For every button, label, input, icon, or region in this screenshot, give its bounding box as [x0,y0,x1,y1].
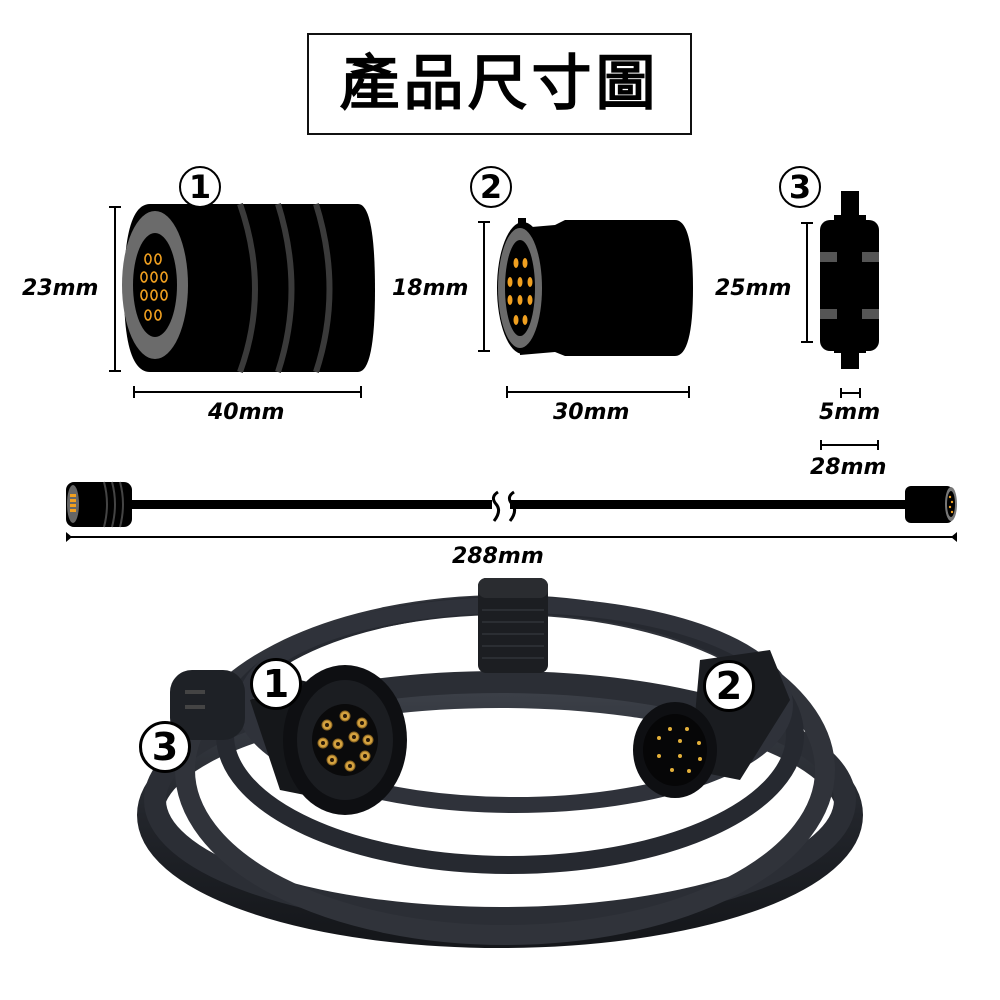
ferrite-width-label: 28mm [810,455,887,480]
connector-2-height-label: 18mm [392,276,469,301]
total-length-label: 288mm [452,544,544,569]
connector-1-height-label: 23mm [22,276,99,301]
page-title: 產品尺寸圖 [339,49,660,119]
photo-badge-1: 1 [250,658,302,710]
connector-1-length-label: 40mm [208,400,285,425]
connector-2-length-label: 30mm [553,400,630,425]
ferrite-cable-label: 5mm [819,400,881,425]
ferrite-height-label: 25mm [715,276,792,301]
badge-2: 2 [470,166,512,208]
photo-badge-3: 3 [139,721,191,773]
title-box: 產品尺寸圖 [307,33,692,135]
photo-badge-2: 2 [703,660,755,712]
badge-3: 3 [779,166,821,208]
badge-1: 1 [179,166,221,208]
